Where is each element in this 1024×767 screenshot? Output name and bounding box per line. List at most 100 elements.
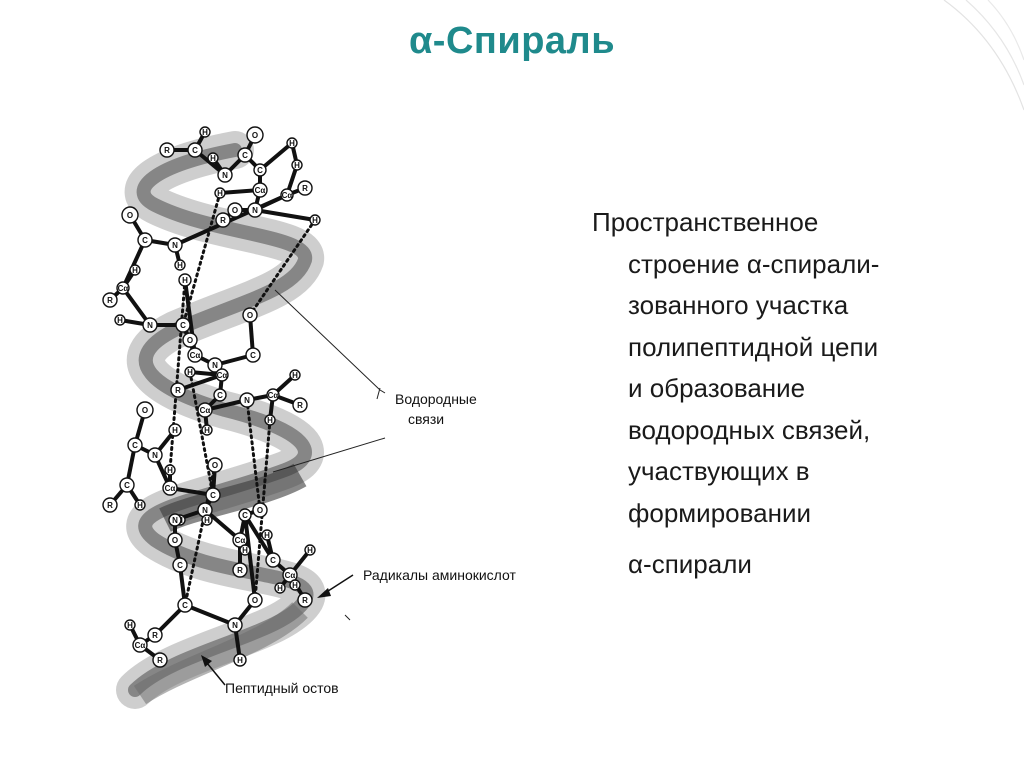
atom-symbol: Cα [255, 186, 266, 195]
atom: H [310, 215, 320, 225]
atom: O [228, 203, 242, 217]
atom: Cα [188, 348, 202, 362]
atom: N [248, 203, 262, 217]
slide-title: α-Спираль [0, 20, 1024, 63]
atom: R [171, 383, 185, 397]
atom-symbol: C [210, 491, 216, 500]
atom-symbol: H [202, 128, 208, 137]
alpha-helix-diagram: RHCNHOCCαCHOHHRCαNHROCNHHRCαHNCHOCαOCNRH… [95, 110, 575, 720]
atom-symbol: N [172, 516, 178, 525]
hydrogen-bonds-label-line1: Водородные [395, 391, 477, 407]
atom-symbol: H [137, 501, 143, 510]
description-line-6: водородных связей, [592, 410, 992, 452]
atom: C [246, 348, 260, 362]
atom: O [208, 458, 222, 472]
atom: H [290, 580, 300, 590]
atom-symbol: Cα [217, 371, 228, 380]
atom: R [298, 181, 312, 195]
atom: H [275, 583, 285, 593]
atom: C [206, 488, 220, 502]
atom-symbol: H [132, 266, 138, 275]
atom: H [125, 620, 135, 630]
atom-symbol: N [212, 361, 218, 370]
description-text: Пространственное строение α-спирали- зов… [592, 202, 992, 586]
atom-symbol: Cα [285, 571, 296, 580]
atom: Cα [253, 183, 267, 197]
atom: H [265, 415, 275, 425]
atom-symbol: O [257, 506, 263, 515]
atom-symbol: N [244, 396, 250, 405]
atom-symbol: N [222, 171, 228, 180]
atom: O [183, 333, 197, 347]
description-line-3: зованного участка [592, 285, 992, 327]
atom: N [228, 618, 242, 632]
atom: Cα [133, 638, 147, 652]
atom-symbol: O [142, 406, 148, 415]
atom-symbol: H [292, 371, 298, 380]
atom: C [173, 558, 187, 572]
atom: O [137, 402, 153, 418]
helix-ribbon [135, 150, 306, 695]
atom-symbol: H [117, 316, 123, 325]
atom-symbol: H [177, 261, 183, 270]
atom-symbol: Cα [118, 284, 129, 293]
atom: H [130, 265, 140, 275]
atom: C [239, 509, 251, 521]
atom: N [143, 318, 157, 332]
atom: C [266, 553, 280, 567]
atom: R [103, 293, 117, 307]
atom-symbol: R [107, 296, 113, 305]
atom-symbol: N [252, 206, 258, 215]
atom-symbol: R [237, 566, 243, 575]
atom: H [202, 425, 212, 435]
atom-symbol: R [220, 216, 226, 225]
atom: R [153, 653, 167, 667]
description-line-9: α-спирали [592, 544, 992, 586]
covalent-bond [185, 605, 235, 625]
atom-symbol: O [252, 131, 258, 140]
atom: R [148, 628, 162, 642]
atom: C [214, 389, 226, 401]
atom: O [247, 127, 263, 143]
atom: N [240, 393, 254, 407]
atom: C [254, 164, 266, 176]
atom-symbol: N [147, 321, 153, 330]
atom-symbol: H [172, 426, 178, 435]
atom-symbol: C [257, 166, 263, 175]
atom: H [215, 188, 225, 198]
atom-symbol: C [192, 146, 198, 155]
atom: O [168, 533, 182, 547]
atom-symbol: R [164, 146, 170, 155]
atom-symbol: H [292, 581, 298, 590]
atom-symbol: Cα [135, 641, 146, 650]
atom: R [216, 213, 230, 227]
atom-symbol: Cα [165, 484, 176, 493]
atom: R [233, 563, 247, 577]
atom: H [135, 500, 145, 510]
description-line-8: формировании [592, 493, 992, 535]
atom-symbol: Cα [235, 536, 246, 545]
atom-symbol: O [172, 536, 178, 545]
hydrogen-bonds-label-line2: связи [408, 411, 444, 427]
atom: Cα [198, 403, 212, 417]
atom-symbol: Cα [190, 351, 201, 360]
atom-symbol: R [297, 401, 303, 410]
atom-symbol: O [247, 311, 253, 320]
description-line-5: и образование [592, 368, 992, 410]
description-line-4: полипептидной цепи [592, 327, 992, 369]
atom-symbol: H [242, 546, 248, 555]
atom: R [293, 398, 307, 412]
atom-symbol: H [277, 584, 283, 593]
atom-symbol: H [167, 466, 173, 475]
description-line-7: участвующих в [592, 451, 992, 493]
atom-symbol: C [142, 236, 148, 245]
atom-symbol: C [132, 441, 138, 450]
atom: N [148, 448, 162, 462]
atom: H [234, 654, 246, 666]
atom-symbol: H [289, 139, 295, 148]
atom: H [179, 274, 191, 286]
atom: Cα [267, 389, 279, 401]
atom: H [240, 545, 250, 555]
atom: R [298, 593, 312, 607]
atom-symbol: R [302, 596, 308, 605]
